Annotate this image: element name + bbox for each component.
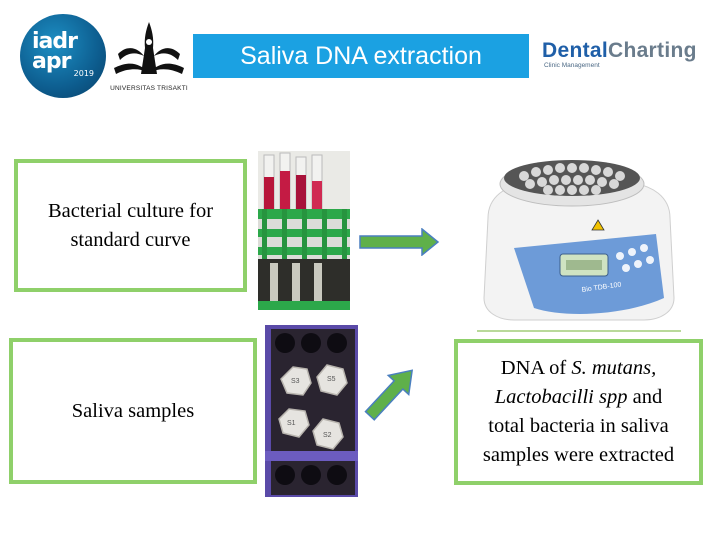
- right-arrow-icon: [359, 228, 440, 256]
- diagonal-arrow-icon: [364, 369, 414, 421]
- device-divider: [477, 330, 681, 332]
- svg-text:S2: S2: [323, 432, 332, 439]
- svg-text:S5: S5: [327, 376, 336, 383]
- svg-text:S1: S1: [287, 420, 296, 427]
- saliva-samples-box: Saliva samples: [9, 338, 257, 484]
- dna-line3: total bacteria in saliva: [488, 415, 669, 437]
- dna-extracted-box: DNA of S. mutans, Lactobacilli spp and t…: [454, 339, 703, 485]
- svg-text:S3: S3: [291, 378, 300, 385]
- iadr-logo-text: iadr apr: [32, 29, 78, 74]
- dental-logo-prefix: Dental: [542, 39, 608, 62]
- culture-line-1: Bacterial culture for: [47, 199, 214, 222]
- iadr-logo-year: 2019: [73, 69, 94, 78]
- dna-line2-plain: and: [627, 386, 663, 408]
- culture-tubes-photo: [258, 151, 350, 310]
- bacterial-culture-box: Bacterial culture for standard curve: [14, 159, 247, 292]
- trisakti-emblem-icon: [114, 22, 184, 74]
- dental-charting-logo: DentalCharting Clinic Management: [542, 40, 712, 74]
- dental-logo-suffix: Charting: [607, 39, 697, 62]
- slide-title: Saliva DNA extraction: [193, 34, 529, 78]
- dna-extraction-device-photo: Bio TDB-100: [474, 148, 682, 328]
- dna-line2-italic: Lactobacilli spp: [494, 386, 628, 408]
- trisakti-logo: UNIVERSITAS TRISAKTI: [108, 18, 190, 92]
- dna-line1-italic: S. mutans,: [571, 357, 657, 379]
- culture-line-2: standard curve: [70, 228, 191, 251]
- trisakti-logo-text: UNIVERSITAS TRISAKTI: [110, 85, 188, 92]
- dna-line1-plain: DNA of: [500, 357, 572, 379]
- iadr-apr-logo: iadr apr 2019: [20, 14, 106, 98]
- dental-logo-subtitle: Clinic Management: [544, 62, 600, 69]
- dna-line4: samples were extracted: [482, 444, 675, 466]
- saliva-samples-label: Saliva samples: [71, 399, 195, 422]
